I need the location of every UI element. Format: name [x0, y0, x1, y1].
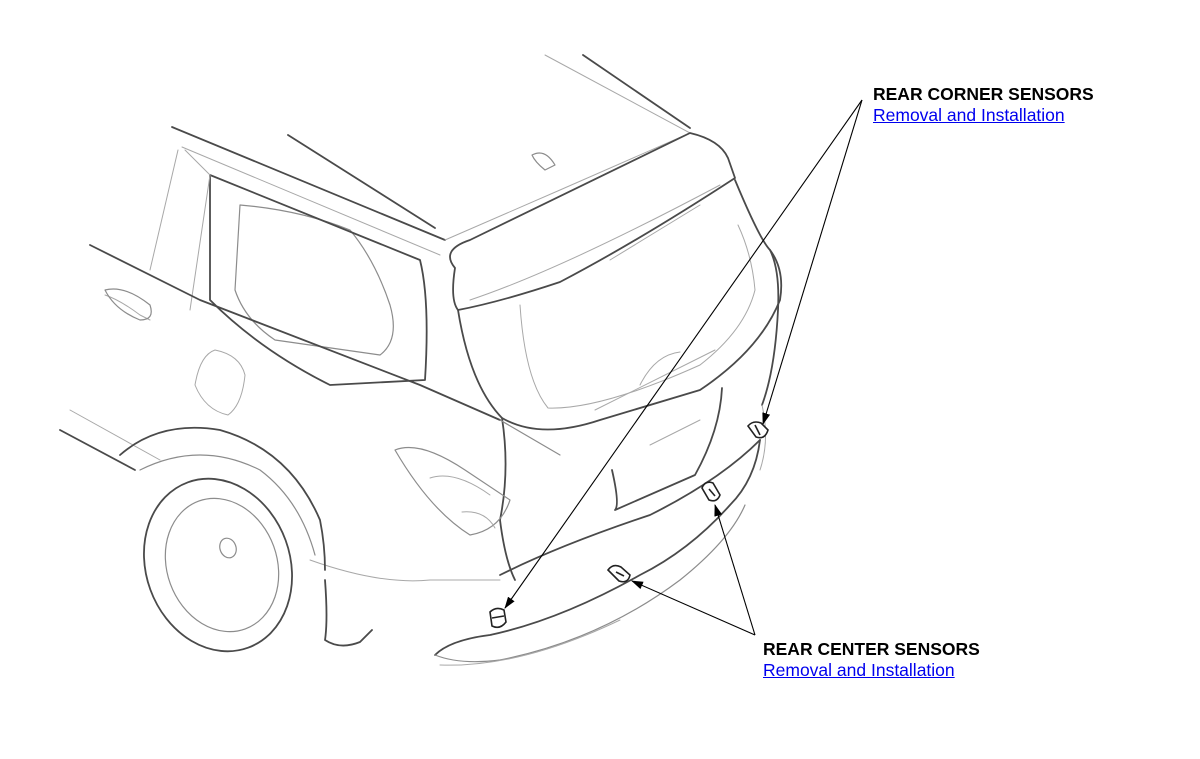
sensor-left-center: [606, 564, 631, 583]
rear-center-sensors-callout: REAR CENTER SENSORS Removal and Installa…: [763, 639, 980, 680]
vehicle-outline: [59, 54, 783, 666]
rear-corner-sensors-callout: REAR CORNER SENSORS Removal and Installa…: [873, 84, 1094, 125]
rear-corner-sensors-link[interactable]: Removal and Installation: [873, 104, 1065, 125]
rear-center-sensors-link[interactable]: Removal and Installation: [763, 659, 955, 680]
sensor-right-center: [701, 481, 721, 502]
sensor-right-corner: [746, 421, 769, 439]
rear-corner-sensors-title: REAR CORNER SENSORS: [873, 84, 1094, 104]
sensor-left-corner: [489, 607, 507, 629]
rear-center-sensors-title: REAR CENTER SENSORS: [763, 639, 980, 659]
corner-sensor-leaders: [504, 99, 863, 609]
center-sensor-leaders: [631, 504, 756, 636]
